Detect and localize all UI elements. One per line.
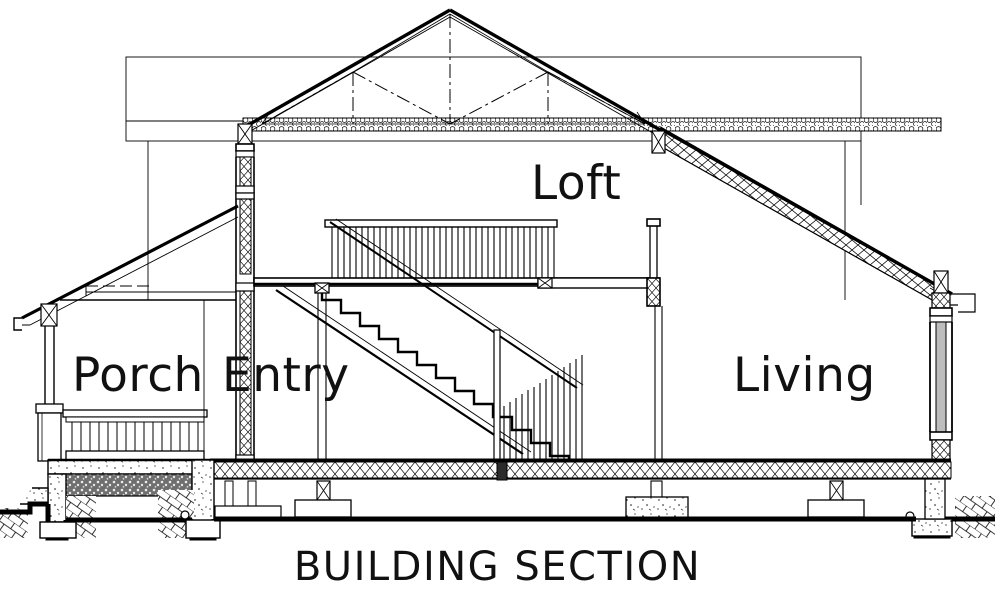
cathedral-rafter-assembly: [659, 126, 953, 306]
attic-insulation: [242, 117, 942, 132]
drawing-title: BUILDING SECTION: [293, 544, 702, 590]
porch-beam-connector: [40, 303, 58, 327]
stair-balusters: [497, 355, 583, 464]
room-label-entry: Entry: [222, 348, 350, 403]
loft-balusters: [331, 227, 555, 278]
main-floor-joists-insulation: [209, 458, 952, 481]
room-label-porch: Porch: [72, 348, 204, 403]
right-foundation-wall: [924, 478, 946, 520]
porch-railing: [62, 300, 208, 461]
interior-post-living: [654, 306, 663, 464]
left-exterior-wall-upper: [235, 123, 255, 285]
roof-slope-left: [242, 8, 451, 134]
loft-hanger-post: [646, 218, 661, 307]
interior-post-entry: [314, 282, 330, 464]
porch-balusters: [71, 422, 199, 451]
porch-roof: [13, 204, 239, 331]
porch-column: [35, 326, 64, 462]
loft-guardrail: [324, 219, 558, 278]
right-exterior-wall: [929, 270, 953, 465]
crawlspace-posts: [214, 480, 865, 521]
rafter-bearing-block: [651, 130, 666, 154]
room-label-loft: Loft: [531, 156, 622, 211]
staircase: [275, 218, 584, 465]
roof-slope-right-upper: [449, 8, 663, 137]
loft-beam-right: [537, 277, 660, 289]
room-label-living: Living: [733, 348, 876, 403]
